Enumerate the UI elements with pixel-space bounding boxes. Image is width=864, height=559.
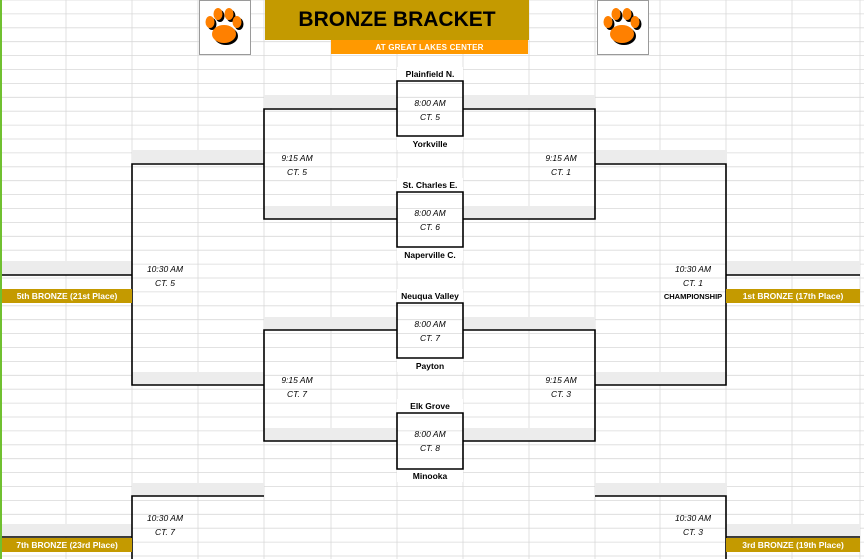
shaded-cell <box>264 206 396 219</box>
shaded-cell <box>595 372 727 385</box>
placement-5th-bronze: 5th BRONZE (21st Place) <box>2 289 132 303</box>
bracket-title: BRONZE BRACKET <box>265 0 529 40</box>
r2-left-game1-court: CT. 5 <box>286 167 307 177</box>
r1-game1-time: 8:00 AM <box>414 98 446 108</box>
championship-label: CHAMPIONSHIP <box>663 292 723 301</box>
bracket-lines <box>2 80 860 559</box>
r2-right-game2-court: CT. 3 <box>550 389 571 399</box>
r1-game2-time: 8:00 AM <box>414 208 446 218</box>
shaded-cells <box>2 67 860 537</box>
team-cell <box>397 248 463 261</box>
bracket-connector <box>263 329 397 442</box>
r1-game2-court: CT. 6 <box>419 222 440 232</box>
shaded-cell <box>463 428 595 441</box>
bracket-connector <box>131 495 264 559</box>
right-logo <box>597 0 649 55</box>
shaded-cell <box>595 483 727 496</box>
shaded-cell <box>726 261 860 275</box>
r1-game3-court: CT. 7 <box>419 333 440 343</box>
team-cell <box>397 359 463 372</box>
r2-left-game2-court: CT. 7 <box>286 389 307 399</box>
bracket-subtitle: AT GREAT LAKES CENTER <box>331 40 528 54</box>
bracket-connector <box>396 302 464 359</box>
shaded-cell <box>463 206 595 219</box>
placement-3rd-bronze: 3rd BRONZE (19th Place) <box>726 538 860 552</box>
shaded-cell <box>264 317 396 330</box>
shaded-cell <box>264 95 396 108</box>
bracket-connector <box>396 412 464 470</box>
shaded-cell <box>463 317 595 330</box>
placement-7th-bronze: 7th BRONZE (23rd Place) <box>2 538 132 552</box>
r1-game1-court: CT. 5 <box>419 112 440 122</box>
r2-right-game2-time: 9:15 AM <box>545 375 577 385</box>
tiger-paw-icon <box>603 7 642 45</box>
left-logo <box>199 0 251 55</box>
r3-left-game2-time: 10:30 AM <box>146 513 184 523</box>
bracket-connector <box>595 163 727 386</box>
r2-right-game1-court: CT. 1 <box>550 167 571 177</box>
shaded-cell <box>2 261 132 275</box>
shaded-cell <box>132 150 264 163</box>
r3-left-game1-time: 10:30 AM <box>146 264 184 274</box>
placement-1st-bronze: 1st BRONZE (17th Place) <box>726 289 860 303</box>
team-naperville-c[interactable]: Naperville C. <box>404 250 456 260</box>
team-payton[interactable]: Payton <box>415 361 445 371</box>
team-plainfield-n[interactable]: Plainfield N. <box>405 69 455 79</box>
shaded-cell <box>132 372 264 385</box>
r2-right-game1-time: 9:15 AM <box>545 153 577 163</box>
team-cell <box>397 137 463 150</box>
r1-game4-court: CT. 8 <box>419 443 440 453</box>
team-elk-grove[interactable]: Elk Grove <box>410 401 450 411</box>
team-minooka[interactable]: Minooka <box>412 471 448 481</box>
r3-right-game2-time: 10:30 AM <box>674 513 712 523</box>
r3-right-game1-court: CT. 1 <box>682 278 703 288</box>
bracket-connector <box>396 191 464 248</box>
r2-left-game1-time: 9:15 AM <box>281 153 313 163</box>
team-st-charles-e[interactable]: St. Charles E. <box>402 180 458 190</box>
shaded-cell <box>726 524 860 537</box>
team-cell <box>397 469 463 482</box>
team-yorkville[interactable]: Yorkville <box>412 139 448 149</box>
shaded-cell <box>463 95 595 108</box>
shaded-cell <box>264 428 396 441</box>
r3-left-game2-court: CT. 7 <box>154 527 175 537</box>
r1-game3-time: 8:00 AM <box>414 319 446 329</box>
r1-game4-time: 8:00 AM <box>414 429 446 439</box>
tiger-paw-icon <box>205 7 244 45</box>
shaded-cell <box>595 150 727 163</box>
shaded-cell <box>2 524 132 537</box>
team-cell <box>397 178 463 191</box>
bracket-connector <box>396 80 464 137</box>
team-cell <box>397 399 463 412</box>
left-accent-bar <box>0 0 2 559</box>
team-cell <box>397 67 463 80</box>
shaded-cell <box>132 483 264 496</box>
r2-left-game2-time: 9:15 AM <box>281 375 313 385</box>
team-cell <box>397 289 463 302</box>
r3-right-game1-time: 10:30 AM <box>674 264 712 274</box>
r3-right-game2-court: CT. 3 <box>682 527 703 537</box>
r3-left-game1-court: CT. 5 <box>154 278 175 288</box>
team-neuqua-valley[interactable]: Neuqua Valley <box>401 291 459 301</box>
